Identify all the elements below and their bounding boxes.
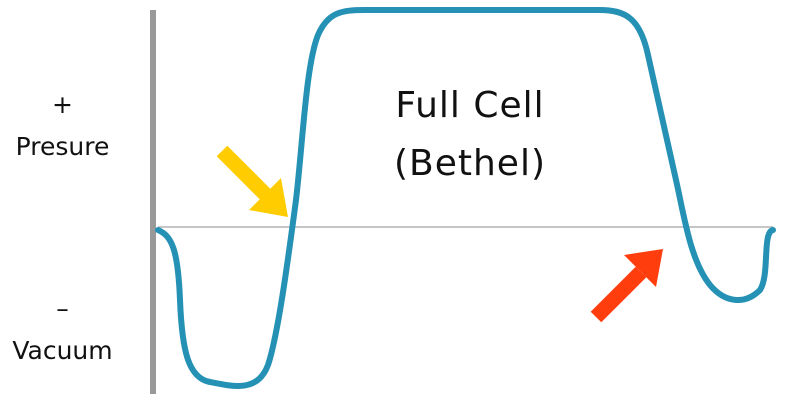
vacuum-label: Vacuum [12, 336, 113, 365]
yellow-arrow-head [249, 178, 288, 217]
vacuum-sign: – [56, 294, 69, 323]
process-subtitle: (Bethel) [393, 143, 547, 184]
yellow-arrow [216, 145, 288, 217]
pressure-label: Presure [15, 132, 110, 161]
process-title: Full Cell [395, 85, 545, 126]
red-arrow-shaft [590, 266, 647, 323]
red-arrow-head [624, 249, 663, 287]
pressure-cycle-curve [155, 7, 776, 389]
red-arrow [590, 249, 663, 323]
yellow-arrow-shaft [216, 145, 272, 201]
pressure-sign: + [52, 90, 73, 119]
